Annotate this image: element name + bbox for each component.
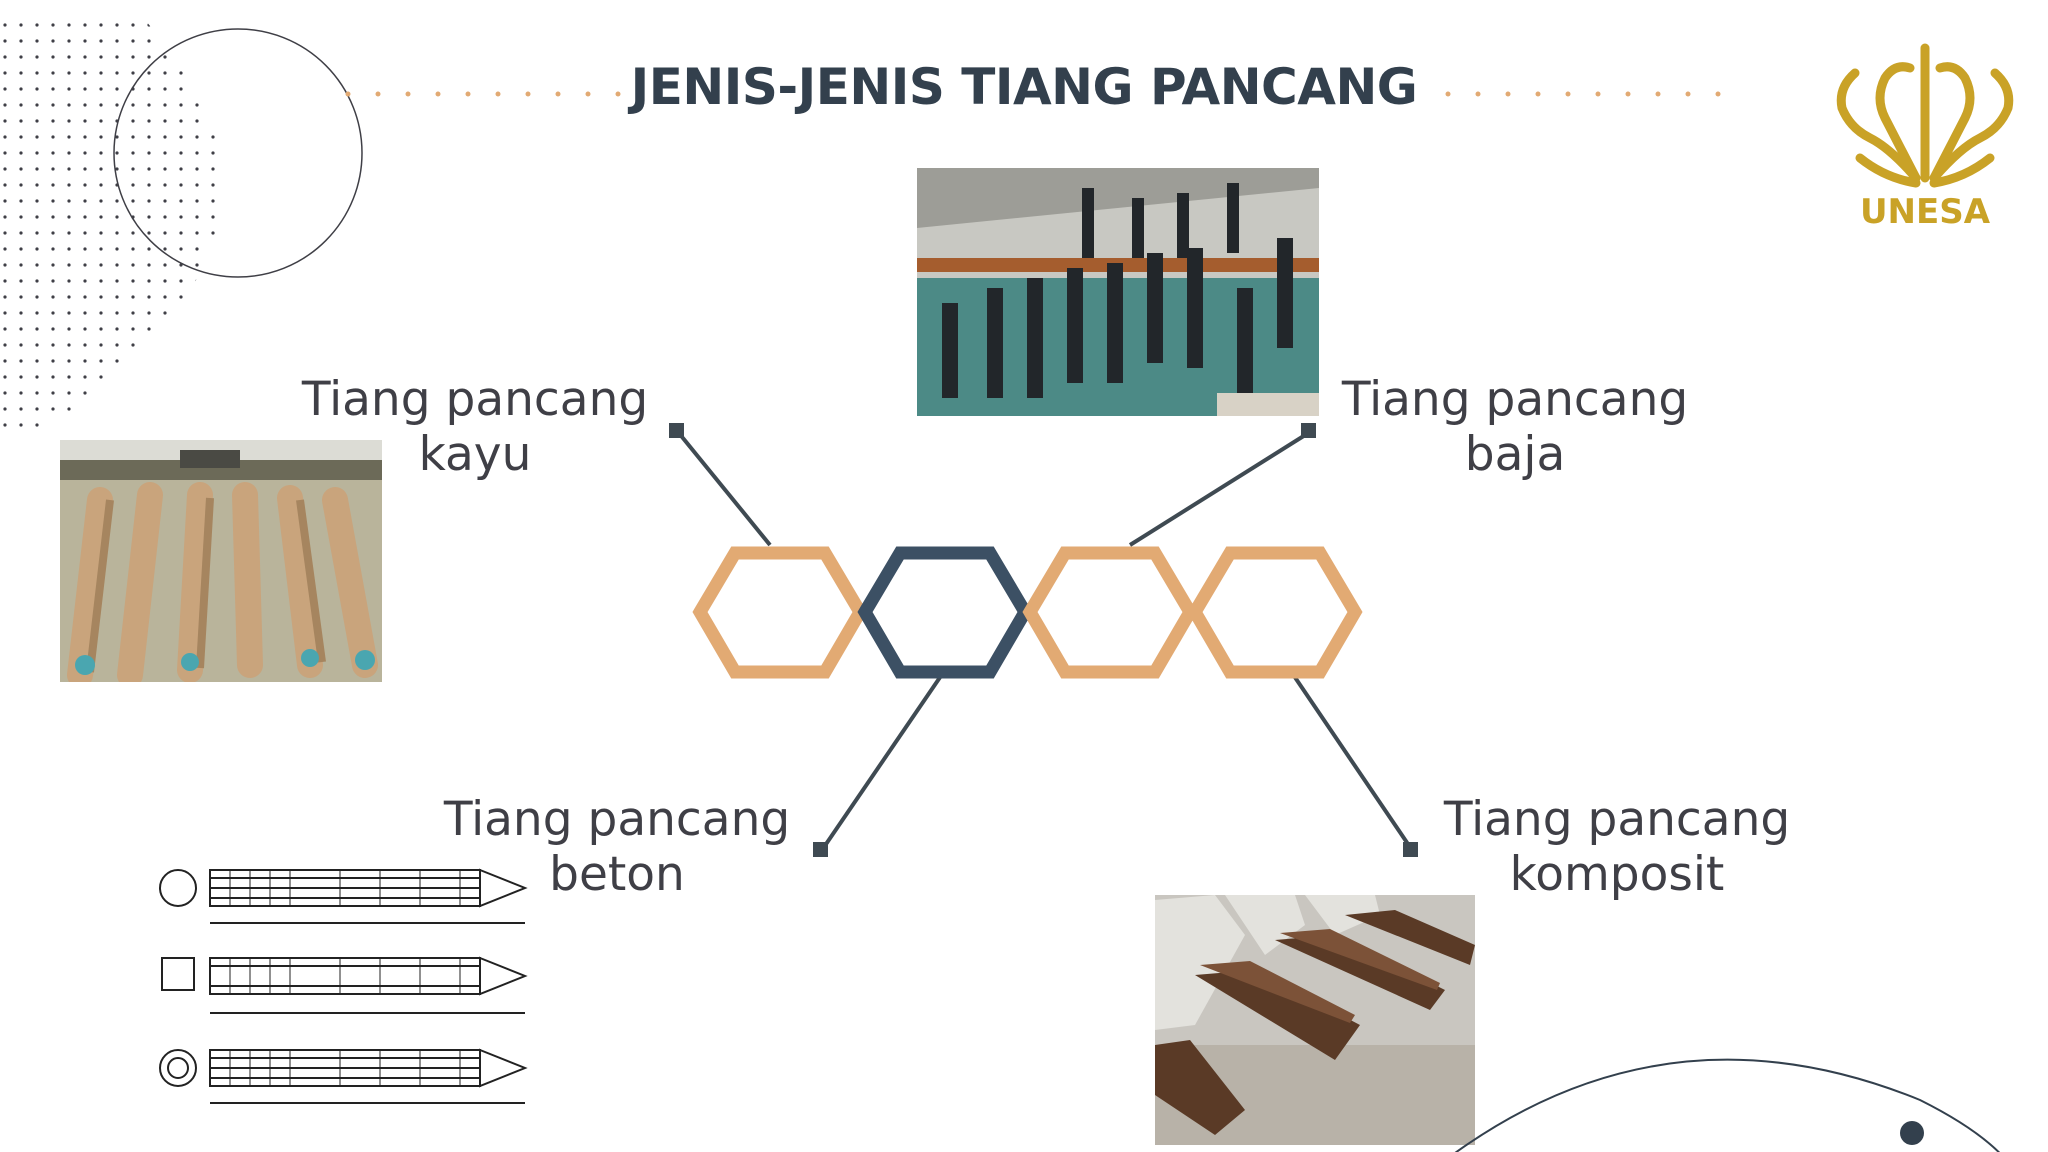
label-komposit: Tiang pancang komposit [1432, 792, 1802, 902]
hexagon-4 [1187, 546, 1363, 679]
label-beton-line2: beton [549, 847, 685, 902]
unesa-logo: UNESA [1836, 43, 2014, 232]
title-dots-left [345, 91, 621, 97]
composite-piles-photo [1155, 895, 1475, 1145]
label-baja: Tiang pancang baja [1330, 372, 1700, 482]
hexagon-1 [692, 546, 868, 679]
label-baja-line1: Tiang pancang [1341, 372, 1689, 427]
decorative-arc [1454, 1058, 2001, 1152]
label-kayu-line2: kayu [418, 427, 532, 482]
label-baja-line2: baja [1464, 427, 1566, 482]
hexagon-2 [857, 546, 1033, 679]
label-kayu-line1: Tiang pancang [301, 372, 649, 427]
label-komposit-line1: Tiang pancang [1443, 792, 1791, 847]
arc-dot [1900, 1121, 1924, 1145]
label-beton-line1: Tiang pancang [443, 792, 791, 847]
label-kayu: Tiang pancang kayu [290, 372, 660, 482]
decorative-circle [113, 28, 363, 278]
concrete-pile-drawings [140, 858, 545, 1138]
timber-piles-photo [60, 440, 382, 682]
hexagon-chain [692, 546, 1363, 679]
logo-emblem-icon [1836, 43, 2014, 188]
hexagon-3 [1022, 546, 1198, 679]
label-komposit-line2: komposit [1509, 847, 1725, 902]
logo-text: UNESA [1860, 192, 1991, 232]
label-beton: Tiang pancang beton [432, 792, 802, 902]
steel-piles-photo [917, 168, 1319, 416]
decorative-dot-grid [0, 20, 224, 440]
page-title: JENIS-JENIS TIANG PANCANG [630, 58, 1418, 116]
title-dots-right [1445, 91, 1721, 97]
